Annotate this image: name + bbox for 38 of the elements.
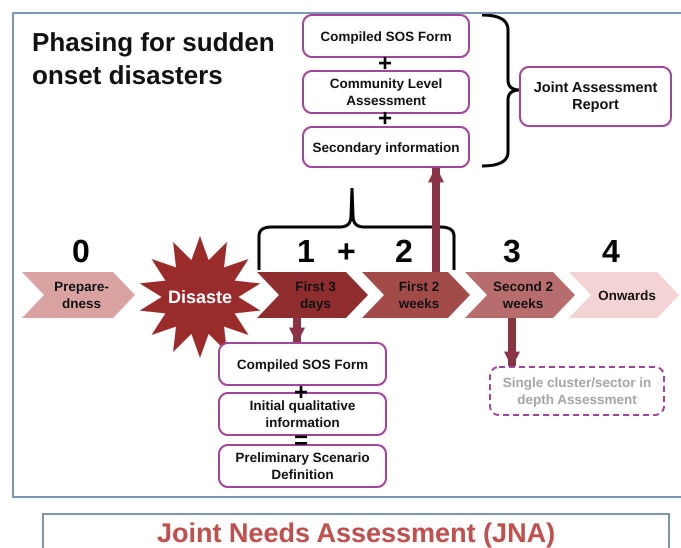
phase-number: 0 xyxy=(72,234,90,268)
process-box xyxy=(218,342,387,386)
chevron-step xyxy=(362,272,470,318)
box-label: Prepare- dness xyxy=(53,278,110,312)
process-box xyxy=(302,126,470,168)
box-label: Secondary information xyxy=(312,138,460,156)
process-box xyxy=(218,444,387,488)
box-label: Community Level Assessment xyxy=(328,75,444,109)
plus-sign: + xyxy=(337,234,356,268)
chevron-step xyxy=(22,272,135,318)
process-box xyxy=(302,14,470,58)
caption: Joint Needs Assessment (JNA) xyxy=(156,518,556,548)
arrow xyxy=(504,318,520,368)
chevron-step xyxy=(465,272,575,318)
plus-sign: + xyxy=(378,54,392,74)
phase-number: 3 xyxy=(503,234,521,268)
arrow xyxy=(289,318,305,344)
box-label: Initial qualitative information xyxy=(248,398,356,431)
box-label: Preliminary Scenario Definition xyxy=(234,449,371,483)
title: Phasing for sudden onset disasters xyxy=(32,26,276,92)
chevron-step xyxy=(569,272,679,318)
box-label: Second 2 weeks xyxy=(492,278,554,312)
chevron-step xyxy=(257,272,368,318)
box-label: Onwards xyxy=(597,286,656,304)
box-label: First 2 weeks xyxy=(398,278,440,312)
phase-number: 1 xyxy=(297,234,315,268)
box-label: Compiled SOS Form xyxy=(320,28,452,44)
dashed-box xyxy=(489,366,665,416)
box-label: Single cluster/sector in depth Assessment xyxy=(502,374,652,408)
arrow xyxy=(428,166,444,272)
phase-number: 2 xyxy=(395,234,413,268)
shape-label: Disaste xyxy=(168,288,232,306)
process-box xyxy=(519,66,672,127)
phase-number: 4 xyxy=(602,234,620,268)
box-label: First 3 days xyxy=(294,278,337,312)
box-label: Compiled SOS Form xyxy=(236,356,368,372)
starburst-shape xyxy=(138,236,262,358)
box-label: Joint Assessment Report xyxy=(532,80,658,114)
